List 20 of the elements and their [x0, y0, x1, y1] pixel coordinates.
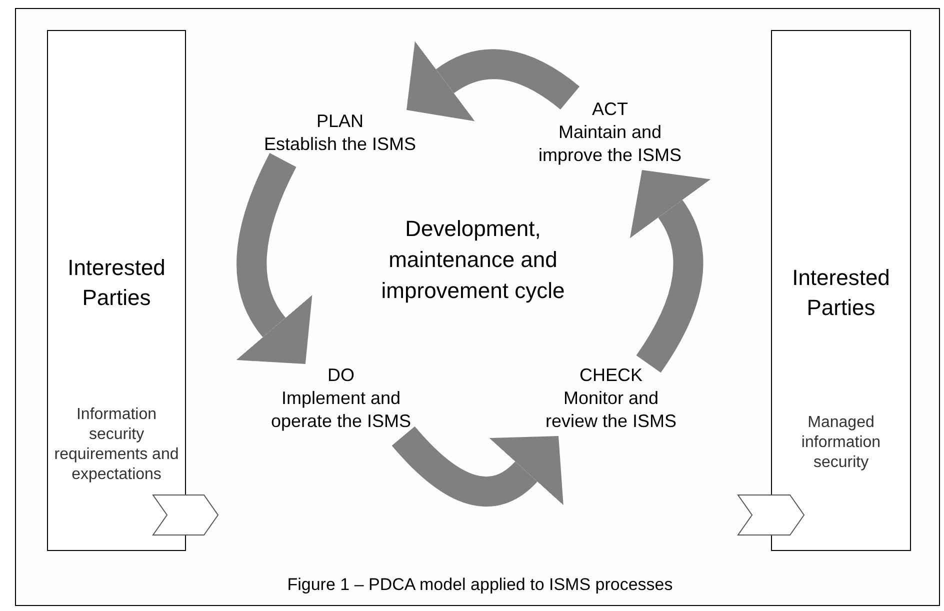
panel-heading: Interested Parties: [66, 254, 166, 312]
phase-description: Establish the ISMS: [264, 133, 416, 156]
phase-name: PLAN: [316, 110, 364, 133]
panel-description: Information security requirements and expectations: [53, 405, 180, 485]
stakeholder-panel: [771, 30, 911, 551]
figure-caption: Figure 1 – PDCA model applied to ISMS processes: [286, 574, 674, 596]
stakeholder-panel: [47, 30, 186, 551]
curved-block-arrow: [234, 153, 314, 366]
phase-description: Implement and operate the ISMS: [270, 387, 412, 433]
panel-heading: Interested Parties: [791, 264, 891, 322]
panel-description: Managed information security: [800, 413, 882, 473]
curved-block-arrow: [392, 426, 561, 508]
phase-description: Monitor and review the ISMS: [544, 387, 678, 433]
curved-block-arrow: [628, 168, 712, 372]
cycle-label: Development, maintenance and improvement cycle: [380, 215, 566, 305]
phase-name: ACT: [592, 98, 628, 121]
curved-block-arrow: [404, 40, 580, 123]
phase-name: CHECK: [579, 364, 642, 387]
phase-description: Maintain and improve the ISMS: [537, 121, 683, 167]
phase-name: DO: [328, 364, 354, 387]
